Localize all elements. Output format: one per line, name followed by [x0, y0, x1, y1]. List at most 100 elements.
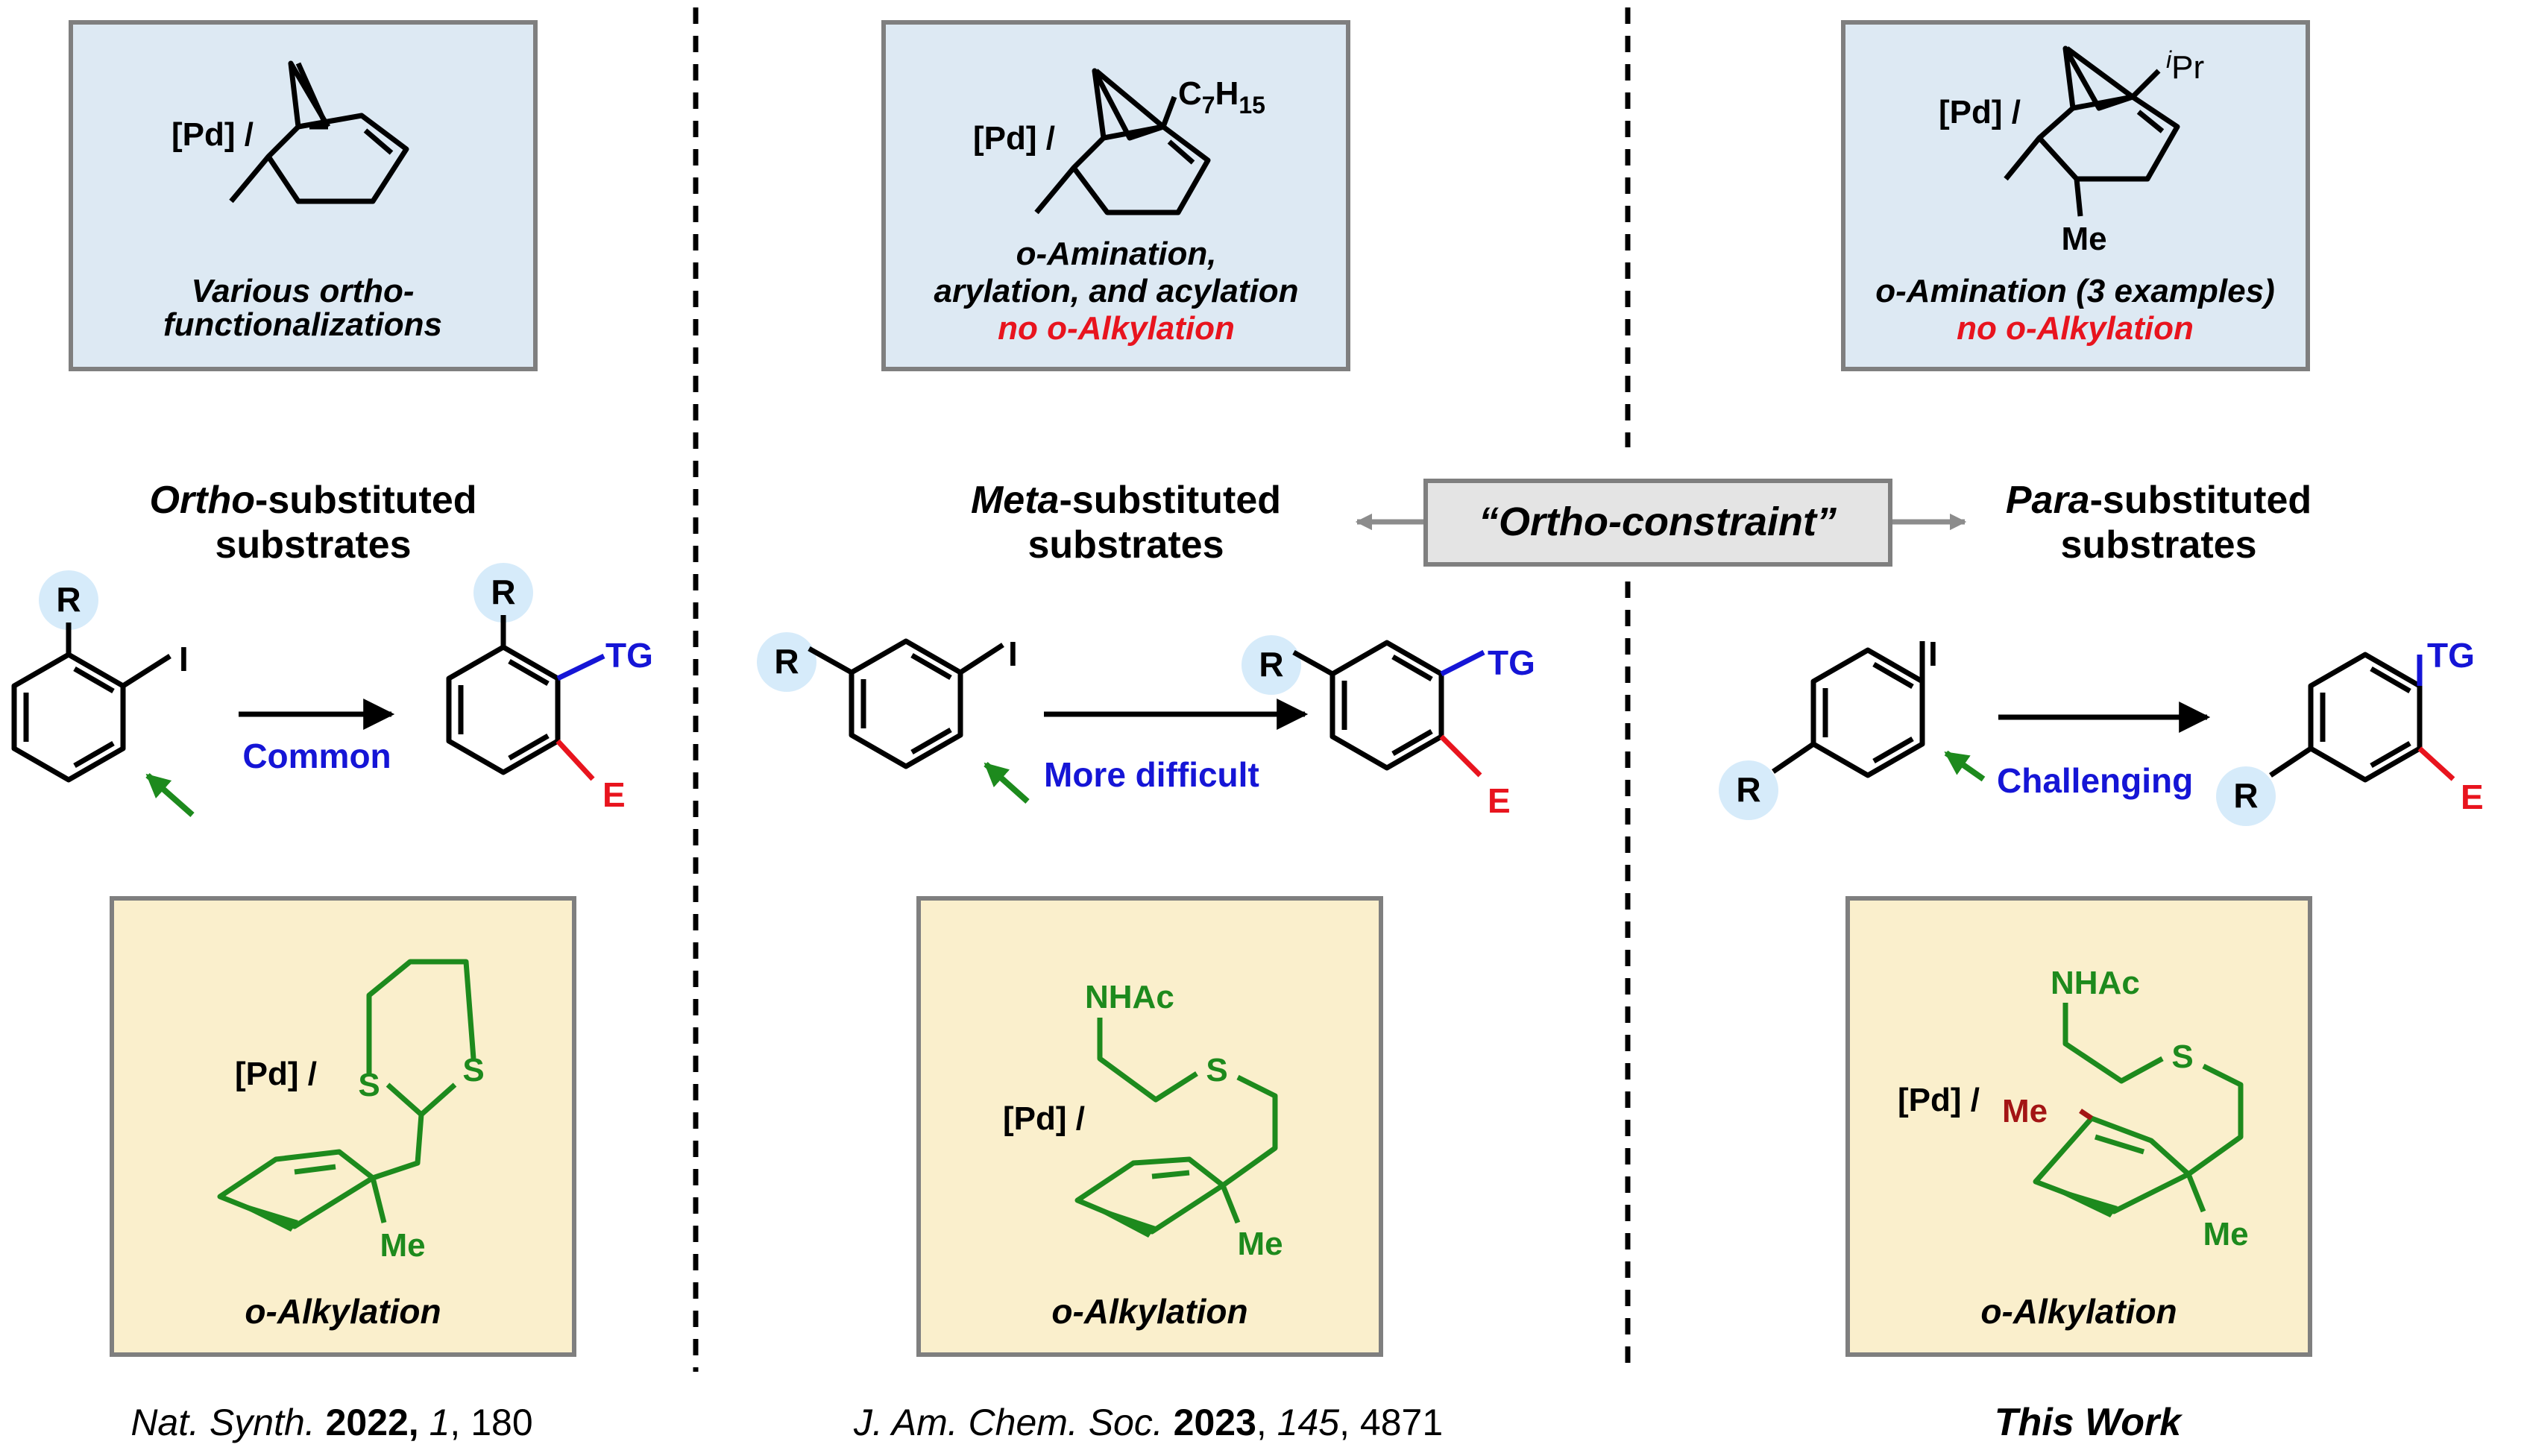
bottom-left-reagent: [Pd] /: [235, 1056, 317, 1092]
top-right-reagent: [Pd] /: [1939, 94, 2021, 130]
bottom-middle-nhac: NHAc: [1085, 979, 1174, 1015]
dithiane-wedge: [220, 1197, 298, 1232]
ortho-product-r-highlight: [473, 563, 533, 623]
bottom-right-caption: o-Alkylation: [1980, 1292, 2177, 1331]
bottom-box-right: NHAc S [Pd] / Me Me o-Alkylation: [1845, 896, 2312, 1357]
top-left-caption-1: Various ortho-: [191, 273, 414, 309]
ortho-e-bond: [556, 739, 595, 781]
top-right-methyl: Me: [2061, 221, 2106, 257]
ortho-r-highlight: [39, 570, 98, 630]
top-right-caption-red: no o-Alkylation: [1957, 310, 2194, 347]
norbornene-structure: [229, 60, 409, 204]
ortho-reaction: R I Common R TG E: [11, 563, 653, 817]
bottom-box-middle: NHAc S [Pd] / Me o-Alkylation: [916, 896, 1383, 1357]
reference-right: This Work: [1995, 1401, 2183, 1444]
top-box-middle-bg: [881, 20, 1350, 371]
para-substrate-ring: [1772, 641, 1925, 778]
bottom-right-s: S: [2171, 1039, 2193, 1075]
ortho-product-tg: TG: [605, 636, 653, 675]
meta-header-line1: Meta-substituted: [971, 479, 1281, 522]
top-right-substituent: iPr: [2166, 46, 2204, 86]
thioether-ligand-structure: [1074, 1018, 1278, 1235]
para-green-arrow: [1944, 750, 1986, 782]
meta-reaction: R I More difficult R TG E: [757, 632, 1535, 820]
meta-product-ring: [1292, 640, 1444, 771]
methyl-ligand-structure: [2033, 1003, 2244, 1214]
meta-product-e: E: [1488, 781, 1511, 820]
bottom-right-nhac: NHAc: [2051, 965, 2140, 1001]
bottom-middle-caption: o-Alkylation: [1051, 1292, 1247, 1331]
meta-tg-bond: [1440, 649, 1485, 677]
methyl-wedge: [2036, 1182, 2118, 1217]
para-product-ring: [2269, 652, 2423, 783]
ortho-substrate-i: I: [179, 640, 189, 678]
bottom-right-me-top: Me: [2002, 1093, 2048, 1129]
meta-substrate-r: R: [774, 642, 799, 681]
para-condition: Challenging: [1997, 761, 2193, 800]
top-right-caption-1: o-Amination (3 examples): [1875, 273, 2274, 309]
para-r-highlight: [1719, 760, 1778, 820]
top-box-right: [Pd] / iPr Me o-Amination (3 examples) n…: [1841, 20, 2310, 371]
ortho-header-line1: Ortho-substituted: [149, 479, 476, 522]
meta-header-line2: substrates: [1028, 523, 1224, 567]
bottom-left-me: Me: [380, 1227, 425, 1264]
bottom-right-reagent: [Pd] /: [1898, 1082, 1980, 1118]
column-separators: [693, 7, 1631, 1372]
top-middle-substituent: C7H15: [1178, 75, 1265, 119]
meta-product-tg: TG: [1488, 643, 1535, 682]
dithiane-ligand-structure: [217, 959, 476, 1229]
top-middle-caption-red: no o-Alkylation: [998, 310, 1235, 347]
constraint-box: [1423, 479, 1892, 567]
top-left-reagent: [Pd] /: [171, 116, 254, 153]
ortho-header-line2: substrates: [215, 523, 412, 567]
bottom-box-left-bg: [110, 896, 576, 1357]
ipr-norbornene-structure: [2004, 45, 2180, 217]
bottom-box-left: [Pd] / S S Me o-Alkylation: [110, 896, 576, 1357]
meta-e-bond: [1439, 734, 1482, 778]
para-reaction: R I Challenging R TG E: [1719, 634, 2484, 826]
top-box-left: [Pd] / Various ortho- functionalizations: [69, 20, 538, 371]
ortho-tg-bond: [556, 653, 605, 681]
ortho-product-r: R: [491, 573, 515, 611]
para-header-line2: substrates: [2061, 523, 2257, 567]
top-middle-caption-2: arylation, and acylation: [934, 273, 1298, 309]
meta-product-r: R: [1259, 645, 1283, 684]
methyl-bond-red: [2079, 1109, 2093, 1121]
meta-condition: More difficult: [1044, 755, 1259, 794]
meta-substrate-ring: [808, 638, 1004, 769]
ortho-constraint: “Ortho-constraint”: [1355, 479, 1967, 567]
para-substrate-i: I: [1928, 634, 1938, 673]
bottom-middle-me: Me: [1237, 1226, 1283, 1262]
para-e-bond: [2417, 746, 2455, 781]
bottom-right-me: Me: [2203, 1216, 2248, 1252]
para-product-r-highlight: [2216, 766, 2276, 826]
ortho-substrate-r: R: [56, 580, 81, 619]
para-product-tg: TG: [2427, 636, 2475, 675]
bottom-middle-reagent: [Pd] /: [1003, 1100, 1085, 1137]
para-substrate-r: R: [1736, 770, 1760, 809]
thioether-wedge: [1077, 1200, 1156, 1238]
bottom-left-caption: o-Alkylation: [245, 1292, 441, 1331]
bottom-box-middle-bg: [916, 896, 1383, 1357]
bottom-box-right-bg: [1845, 896, 2312, 1357]
substituted-norbornene-structure: [1034, 68, 1211, 215]
top-left-caption-2: functionalizations: [163, 306, 442, 343]
ortho-green-arrow: [145, 773, 195, 817]
meta-r-highlight: [757, 632, 816, 692]
ortho-substrate-ring: [11, 623, 171, 783]
reference-left: Nat. Synth. 2022, 1, 180: [130, 1402, 532, 1443]
constraint-label: “Ortho-constraint”: [1479, 499, 1837, 544]
meta-substrate-i: I: [1008, 634, 1018, 673]
ortho-condition: Common: [242, 737, 391, 775]
meta-product-r-highlight: [1242, 635, 1301, 695]
bottom-middle-s: S: [1206, 1052, 1227, 1088]
para-header-line1: Para-substituted: [2006, 479, 2312, 522]
top-box-middle: [Pd] / C7H15 o-Amination, arylation, and…: [881, 20, 1350, 371]
top-box-right-bg: [1841, 20, 2310, 371]
ortho-product-e: E: [602, 775, 626, 814]
top-middle-caption-1: o-Amination,: [1016, 236, 1217, 272]
bottom-left-s1: S: [358, 1067, 380, 1103]
para-product-r: R: [2233, 776, 2258, 815]
meta-green-arrow: [984, 762, 1030, 804]
